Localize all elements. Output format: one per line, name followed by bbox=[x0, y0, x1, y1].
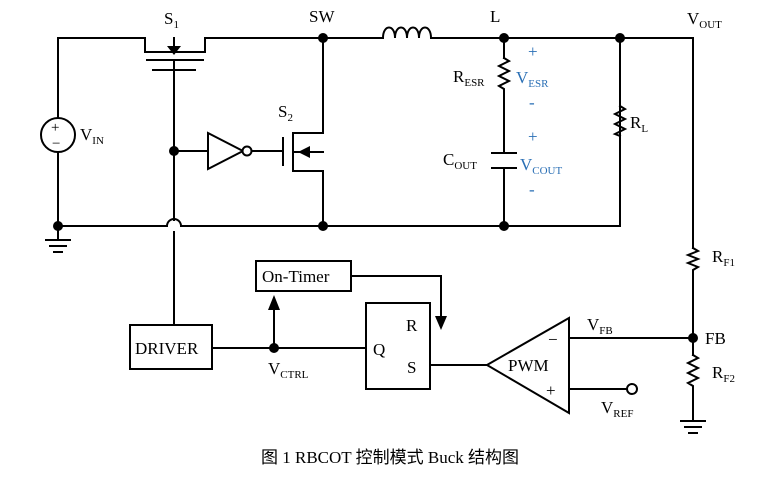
wiring bbox=[57, 37, 694, 421]
svg-text:S2: S2 bbox=[278, 102, 293, 124]
inverter-icon bbox=[207, 131, 253, 171]
svg-text:VIN: VIN bbox=[80, 125, 104, 147]
vin-source-icon: + − bbox=[40, 117, 76, 153]
s1-transistor bbox=[144, 37, 206, 71]
svg-text:+: + bbox=[546, 381, 556, 400]
svg-text:PWM: PWM bbox=[508, 356, 549, 375]
svg-text:Q: Q bbox=[373, 340, 385, 359]
svg-text:R: R bbox=[406, 316, 418, 335]
s2-transistor bbox=[282, 132, 324, 172]
svg-text:VFB: VFB bbox=[587, 315, 613, 337]
sr-latch-block bbox=[365, 302, 431, 390]
rf1-resistor-icon bbox=[685, 246, 701, 273]
svg-text:-: - bbox=[529, 93, 535, 112]
svg-text:VREF: VREF bbox=[601, 398, 633, 420]
svg-text:−: − bbox=[52, 136, 60, 152]
sw-label: SW bbox=[309, 7, 335, 26]
svg-text:VESR: VESR bbox=[516, 68, 549, 90]
svg-text:COUT: COUT bbox=[443, 150, 477, 172]
svg-text:RESR: RESR bbox=[453, 67, 485, 89]
figure-caption: 图 1 RBCOT 控制模式 Buck 结构图 bbox=[261, 448, 519, 467]
fb-label: FB bbox=[705, 329, 726, 348]
svg-text:-: - bbox=[529, 180, 535, 199]
svg-text:S: S bbox=[407, 358, 416, 377]
l-label: L bbox=[490, 7, 500, 26]
rf2-resistor-icon bbox=[685, 353, 701, 389]
vref-terminal-icon bbox=[626, 383, 638, 395]
on-timer-input-arrow-icon bbox=[268, 295, 280, 310]
svg-text:On-Timer: On-Timer bbox=[262, 267, 330, 286]
svg-text:RF2: RF2 bbox=[712, 363, 735, 385]
svg-text:VCOUT: VCOUT bbox=[520, 155, 563, 177]
svg-text:+: + bbox=[528, 127, 538, 146]
svg-text:S1: S1 bbox=[164, 9, 179, 31]
svg-text:DRIVER: DRIVER bbox=[135, 339, 199, 358]
resr-resistor-icon bbox=[496, 56, 512, 93]
ground-icon bbox=[680, 420, 706, 434]
svg-text:VOUT: VOUT bbox=[687, 9, 722, 31]
cout-capacitor-icon bbox=[491, 152, 517, 169]
svg-text:+: + bbox=[528, 42, 538, 61]
svg-text:VCTRL: VCTRL bbox=[268, 359, 309, 381]
pwm-comparator: PWM − + bbox=[485, 316, 570, 415]
svg-text:RF1: RF1 bbox=[712, 247, 735, 269]
reset-arrow-icon bbox=[435, 316, 447, 330]
svg-text:RL: RL bbox=[630, 113, 648, 135]
rl-resistor-icon bbox=[612, 104, 628, 138]
junction-dots bbox=[53, 33, 698, 353]
driver-block bbox=[129, 324, 213, 370]
ground-icon bbox=[45, 239, 71, 253]
on-timer-block bbox=[255, 260, 352, 292]
svg-text:−: − bbox=[548, 330, 558, 349]
svg-text:+: + bbox=[51, 120, 59, 136]
inductor-icon bbox=[381, 26, 434, 40]
